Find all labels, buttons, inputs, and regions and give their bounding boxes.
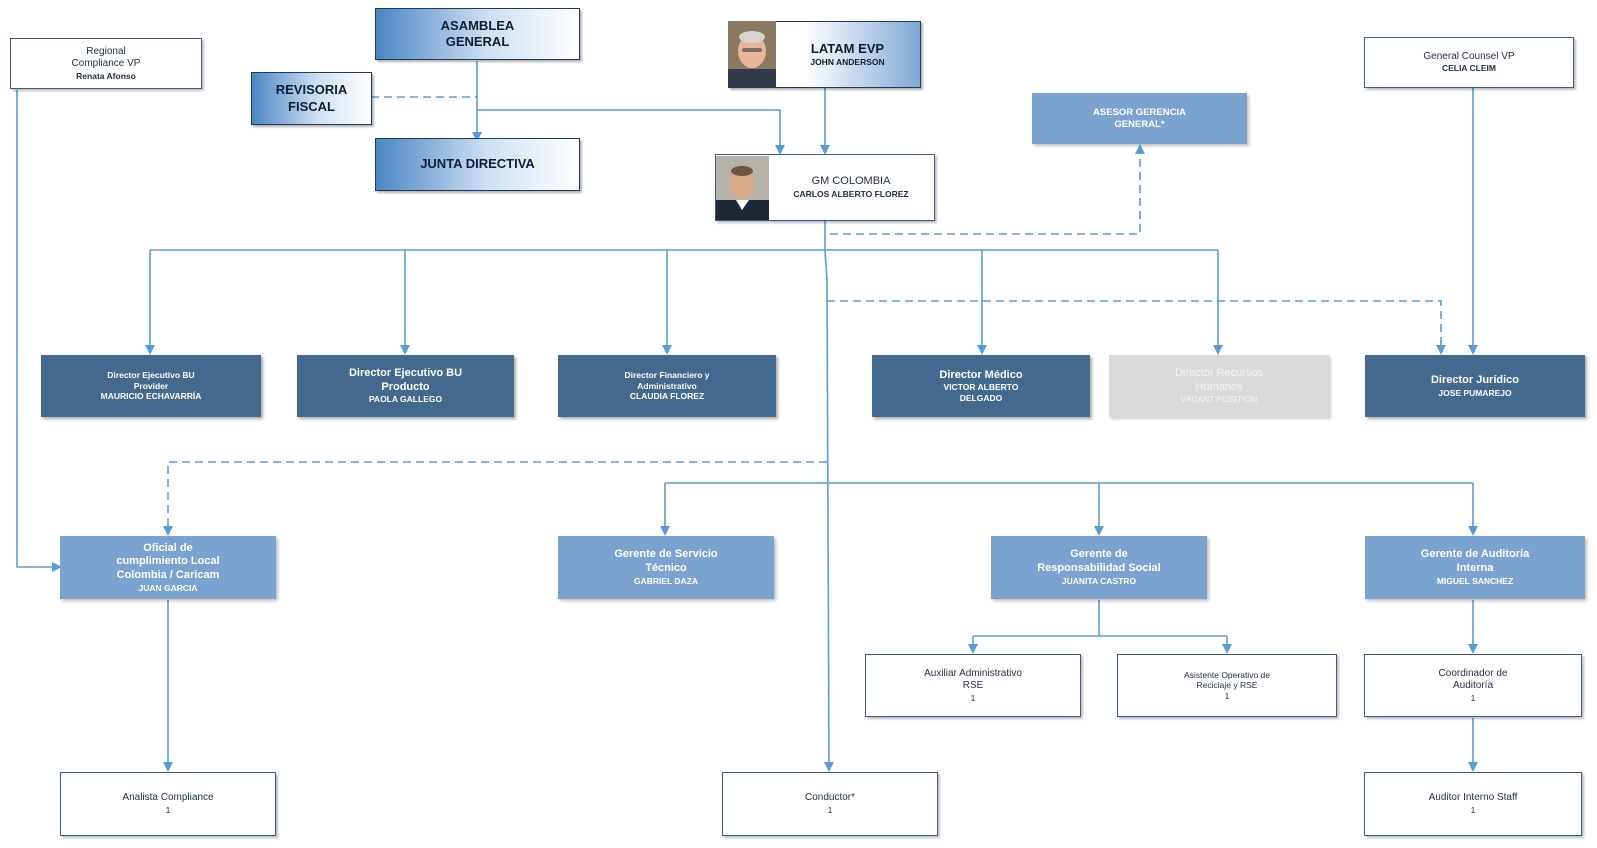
- node-title: LATAM EVP: [810, 41, 885, 57]
- node-count: 1: [1224, 690, 1230, 701]
- node-person: MIGUEL SANCHEZ: [1436, 575, 1514, 586]
- node-person: JOSE PUMAREJO: [1438, 387, 1512, 398]
- node-person: JUAN GARCIA: [138, 582, 198, 593]
- node-title: ASESOR GERENCIA GENERAL*: [1093, 106, 1186, 130]
- node-title: Director Financiero y Administrativo: [624, 370, 710, 391]
- node-title: Director Médico: [939, 368, 1023, 381]
- person-photo-icon: [716, 156, 769, 220]
- node-title: Auxiliar Administrativo RSE: [924, 667, 1022, 692]
- node-revisoria: REVISORIA FISCAL: [251, 72, 372, 125]
- node-dir-medico: Director Médico VICTOR ALBERTO DELGADO: [872, 355, 1090, 417]
- node-count: 1: [1470, 804, 1476, 815]
- line-gm-juridico-dashed: [827, 300, 1446, 355]
- node-asesor-gerencia: ASESOR GERENCIA GENERAL*: [1032, 93, 1247, 144]
- line-gm-oficial-dashed: [163, 461, 827, 536]
- node-asistente-operativo: Asistente Operativo de Reciclaje y RSE 1: [1117, 654, 1337, 717]
- node-title: Gerente de Servicio Técnico: [614, 548, 718, 575]
- node-title: Director Ejecutivo BU Producto: [348, 366, 463, 393]
- node-title: ASAMBLEA GENERAL: [440, 17, 515, 49]
- node-person: CLAUDIA FLOREZ: [629, 391, 705, 402]
- node-title: Gerente de Auditoría Interna: [1420, 548, 1530, 575]
- node-title: Conductor*: [804, 792, 856, 804]
- node-title: Analista Compliance: [122, 792, 214, 804]
- node-asamblea: ASAMBLEA GENERAL: [375, 8, 580, 60]
- node-analista-compliance: Analista Compliance 1: [60, 772, 276, 836]
- node-person: JUANITA CASTRO: [1061, 575, 1137, 586]
- node-dir-juridico: Director Jurídico JOSE PUMAREJO: [1365, 355, 1585, 417]
- node-dir-rrhh: Director Recursos Humanos VACANT POSITIO…: [1109, 355, 1329, 417]
- node-count: 1: [827, 804, 833, 815]
- node-person: Renata Afonso: [76, 70, 136, 81]
- node-person: CELIA CLEIM: [1442, 63, 1496, 74]
- node-person: PAOLA GALLEGO: [368, 394, 443, 405]
- node-gerente-auditoria: Gerente de Auditoría Interna MIGUEL SANC…: [1365, 536, 1585, 599]
- node-title: General Counsel VP: [1423, 50, 1515, 62]
- person-photo-icon: [728, 21, 776, 88]
- node-title: Director Ejecutivo BU Provider: [107, 370, 195, 391]
- node-conductor: Conductor* 1: [722, 772, 938, 836]
- node-title: Director Recursos Humanos: [1174, 366, 1264, 393]
- line-gm-conductor: [823, 249, 834, 772]
- node-gerente-servicio: Gerente de Servicio Técnico GABRIEL DAZA: [558, 536, 774, 599]
- line-regional-oficial: [16, 90, 62, 572]
- node-title: Gerente de Responsabilidad Social: [1037, 548, 1161, 575]
- node-person: GABRIEL DAZA: [633, 575, 699, 586]
- node-dir-provider: Director Ejecutivo BU Provider MAURICIO …: [41, 355, 261, 417]
- node-coordinador-auditoria: Coordinador de Auditoría 1: [1364, 654, 1582, 717]
- node-general-counsel: General Counsel VP CELIA CLEIM: [1364, 37, 1574, 88]
- node-person: CARLOS ALBERTO FLOREZ: [793, 189, 909, 200]
- node-title: Oficial de cumplimiento Local Colombia /…: [116, 541, 220, 582]
- node-title: JUNTA DIRECTIVA: [420, 156, 535, 172]
- node-auditor-interno: Auditor Interno Staff 1: [1364, 772, 1582, 836]
- node-title: GM COLOMBIA: [811, 175, 891, 188]
- node-person: VICTOR ALBERTO DELGADO: [943, 382, 1019, 403]
- node-person: VACANT POSITION: [1180, 394, 1258, 405]
- node-title: REVISORIA FISCAL: [275, 82, 348, 114]
- line-gm-asesor-dashed: [830, 144, 1145, 235]
- node-dir-producto: Director Ejecutivo BU Producto PAOLA GAL…: [297, 355, 514, 417]
- node-title: Asistente Operativo de Reciclaje y RSE: [1184, 669, 1270, 691]
- node-gerente-rse: Gerente de Responsabilidad Social JUANIT…: [991, 536, 1207, 599]
- node-title: Regional Compliance VP: [71, 45, 141, 70]
- node-count: 1: [970, 692, 976, 703]
- node-title: Coordinador de Auditoría: [1438, 667, 1508, 692]
- node-person: JOHN ANDERSON: [810, 57, 885, 68]
- node-oficial-cumplimiento: Oficial de cumplimiento Local Colombia /…: [60, 536, 276, 599]
- node-title: Auditor Interno Staff: [1428, 792, 1518, 804]
- node-count: 1: [1470, 692, 1476, 703]
- node-person: MAURICIO ECHAVARRÍA: [100, 391, 202, 402]
- node-title: Director Jurídico: [1430, 373, 1520, 386]
- node-count: 1: [165, 804, 171, 815]
- node-regional-compliance: Regional Compliance VP Renata Afonso: [10, 38, 202, 89]
- node-junta: JUNTA DIRECTIVA: [375, 138, 580, 191]
- node-dir-financiero: Director Financiero y Administrativo CLA…: [558, 355, 776, 417]
- node-auxiliar-admin: Auxiliar Administrativo RSE 1: [865, 654, 1081, 717]
- line-asamblea-gm: [477, 109, 785, 155]
